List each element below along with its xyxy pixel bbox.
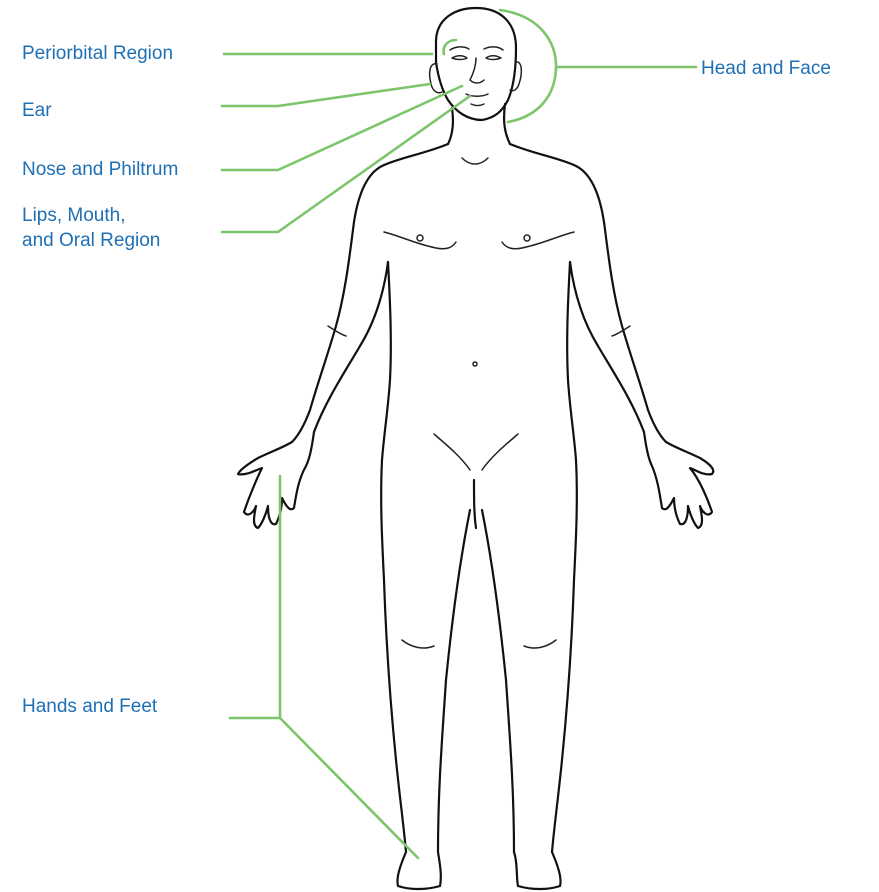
right-pectoral bbox=[502, 232, 574, 249]
left-eyebrow bbox=[450, 47, 469, 50]
label-lips-line1: Lips, Mouth, bbox=[22, 203, 160, 228]
left-nipple bbox=[417, 235, 423, 241]
label-nose-text: Nose and Philtrum bbox=[22, 157, 178, 182]
right-eye bbox=[486, 56, 501, 60]
left-leg-inner bbox=[438, 510, 470, 852]
neck-right bbox=[504, 104, 510, 144]
label-ear-text: Ear bbox=[22, 98, 52, 123]
left-elbow-crease bbox=[328, 326, 346, 336]
lips-leader bbox=[222, 96, 470, 232]
neck-left bbox=[448, 108, 453, 144]
label-head-text: Head and Face bbox=[701, 56, 831, 81]
chin-crease bbox=[471, 104, 484, 106]
left-shoulder-arm-outer bbox=[292, 144, 448, 442]
right-leg-inner bbox=[482, 510, 514, 852]
label-hands-and-feet: Hands and Feet bbox=[22, 694, 157, 719]
torso-left-side bbox=[381, 262, 391, 580]
left-leg-outer bbox=[384, 580, 406, 852]
right-foot bbox=[514, 852, 561, 889]
right-inguinal bbox=[482, 434, 518, 470]
human-outline bbox=[238, 8, 713, 889]
right-shoulder-arm-outer bbox=[510, 144, 666, 442]
left-inguinal bbox=[434, 434, 470, 470]
label-head-and-face: Head and Face bbox=[701, 56, 831, 81]
right-knee bbox=[524, 640, 556, 648]
left-eye bbox=[452, 56, 467, 60]
periorbital-leader bbox=[224, 40, 456, 54]
navel bbox=[473, 362, 477, 366]
nose bbox=[470, 58, 484, 83]
label-periorbital-region: Periorbital Region bbox=[22, 41, 173, 66]
label-lips-line2: and Oral Region bbox=[22, 228, 160, 253]
label-lips-mouth-oral: Lips, Mouth, and Oral Region bbox=[22, 203, 160, 253]
right-arm-inner bbox=[570, 262, 644, 432]
leader-lines bbox=[222, 10, 696, 858]
right-elbow-crease bbox=[612, 326, 630, 336]
right-nipple bbox=[524, 235, 530, 241]
left-knee bbox=[402, 640, 434, 648]
left-arm-inner bbox=[314, 262, 388, 432]
label-ear: Ear bbox=[22, 98, 52, 123]
left-hand bbox=[238, 432, 314, 528]
crotch bbox=[474, 480, 476, 528]
head-face-bracket bbox=[500, 10, 696, 122]
hands-feet-leader bbox=[230, 476, 418, 858]
right-hand bbox=[644, 432, 713, 528]
collar-notch bbox=[462, 158, 488, 164]
label-periorbital-text: Periorbital Region bbox=[22, 41, 173, 66]
right-eyebrow bbox=[484, 47, 503, 50]
right-leg-outer bbox=[552, 580, 574, 852]
ear-leader bbox=[222, 84, 430, 106]
label-nose-philtrum: Nose and Philtrum bbox=[22, 157, 178, 182]
label-hands-feet-text: Hands and Feet bbox=[22, 694, 157, 719]
torso-right-side bbox=[567, 262, 577, 580]
